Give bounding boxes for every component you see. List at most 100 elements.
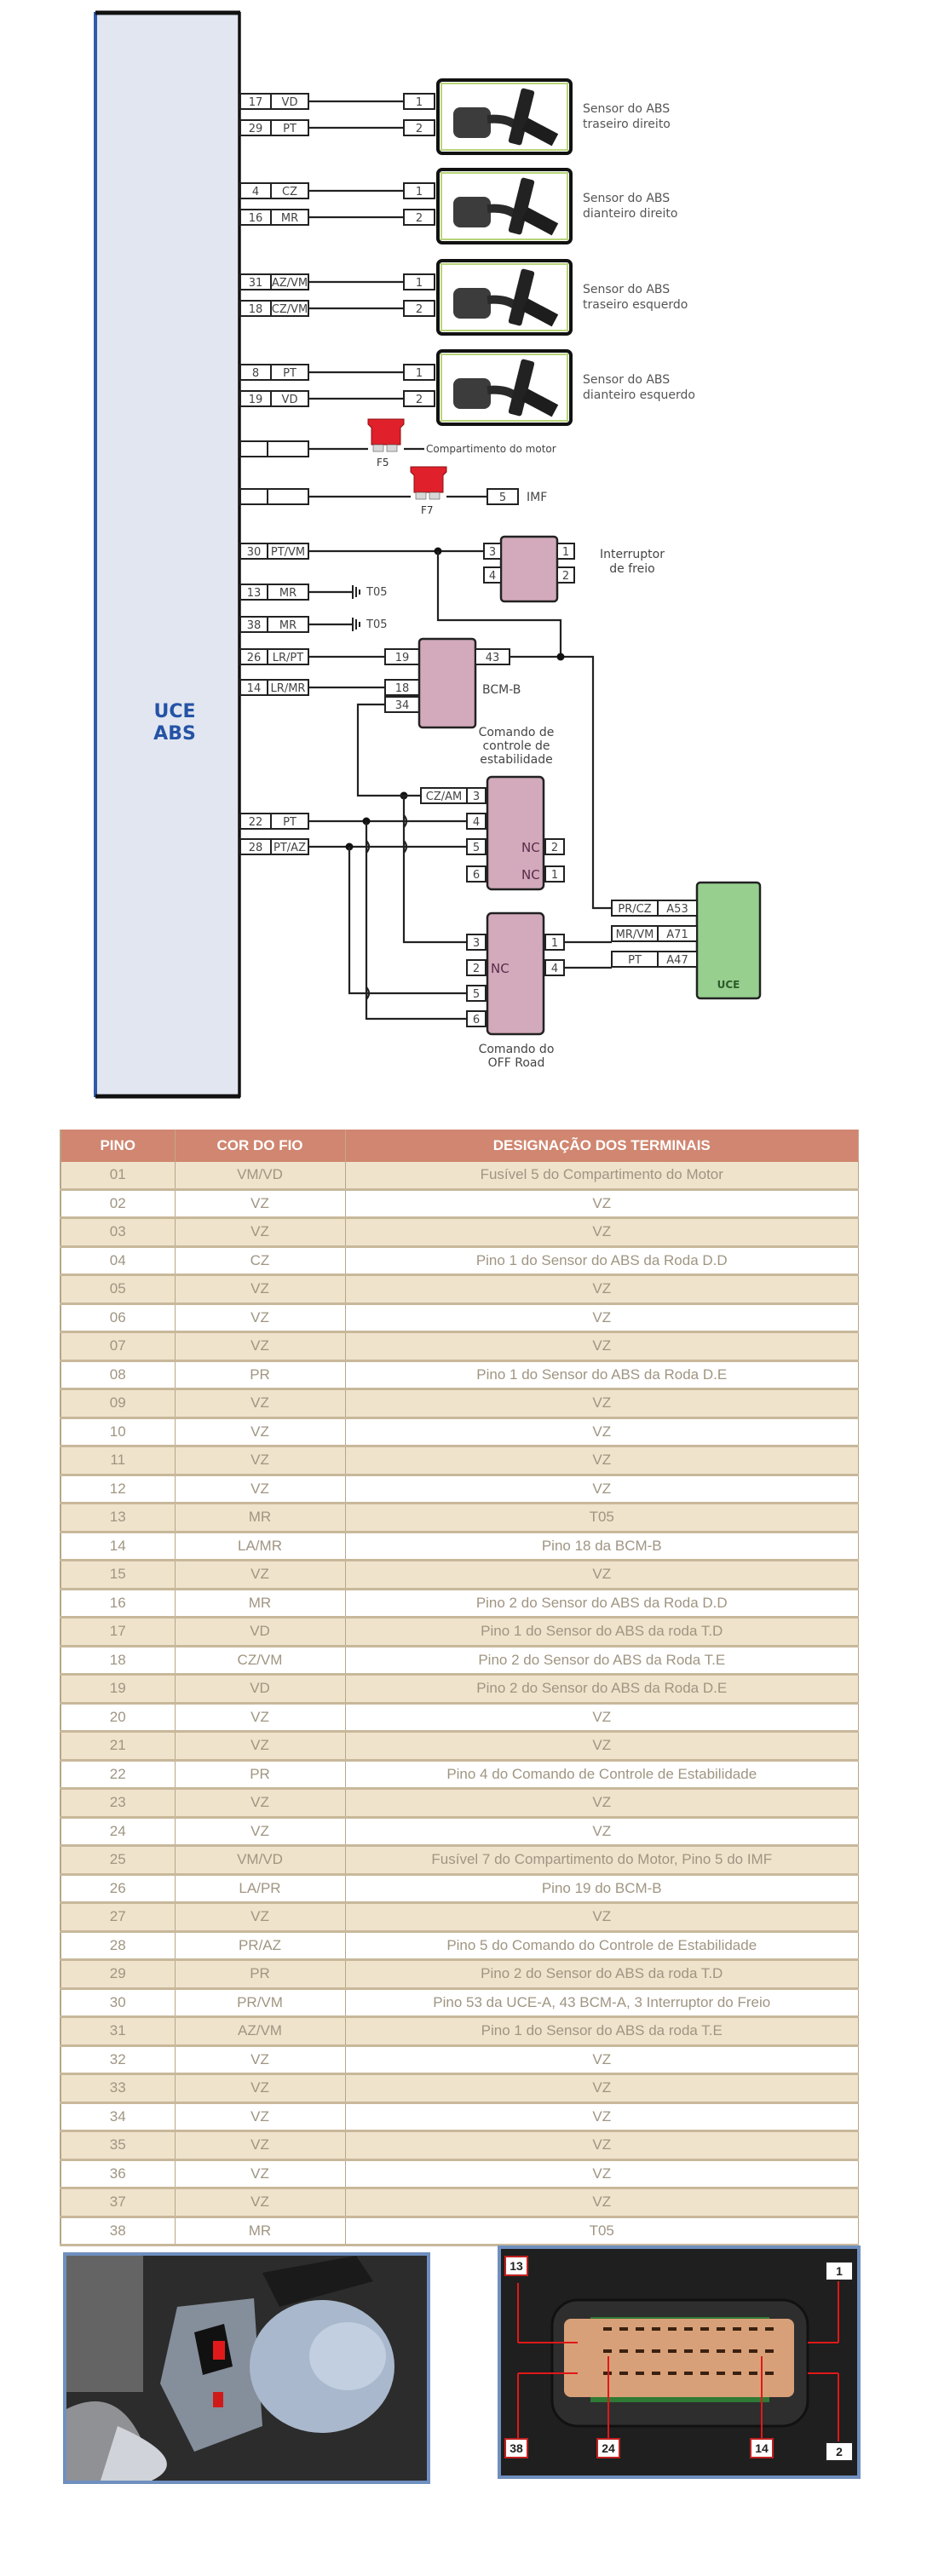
brake-to-bcm-wire xyxy=(436,551,562,657)
designation-cell: VZ xyxy=(345,1817,859,1847)
pin-cell: 37 xyxy=(60,2188,176,2218)
bcm-pin-2-color: LR/MR xyxy=(271,682,306,695)
header-designacao: DESIGNAÇÃO DOS TERMINAIS xyxy=(345,1130,859,1162)
wire-color-cell: VZ xyxy=(175,1446,346,1476)
stability-pin-2-number: 28 xyxy=(249,842,263,854)
pin-cell: 31 xyxy=(60,2016,176,2047)
sensor-1-pin-2-color: PT xyxy=(283,123,297,135)
connector-cavity xyxy=(749,2349,757,2353)
bcm-b-module xyxy=(417,637,477,729)
imf-terminal: 5 xyxy=(499,492,506,504)
sensor-4-terminal-box-2 xyxy=(403,390,435,407)
sensor-2-terminal-box-2 xyxy=(403,209,435,226)
fuse-f7-pin-color-box xyxy=(267,488,309,505)
wire-color-cell: VZ xyxy=(175,1703,346,1733)
pin-cell: 24 xyxy=(60,1817,176,1847)
brake-pin-number: 30 xyxy=(247,546,262,559)
brake-terminal-3-box xyxy=(483,543,502,560)
wire-color-cell: VZ xyxy=(175,2102,346,2132)
sensor-body xyxy=(453,107,491,138)
ground-2-label: T05 xyxy=(366,618,387,631)
sensor-4-pin-2-number: 19 xyxy=(249,394,263,406)
sensor-3-terminal-box-1 xyxy=(403,273,435,290)
uce-row-2-color: MR/VM xyxy=(616,929,654,941)
pin22-to-offroad-6-wire xyxy=(365,821,467,1021)
sensor-bracket xyxy=(508,359,535,417)
designation-cell: Pino 2 do Sensor do ABS da Roda T.E xyxy=(345,1646,859,1676)
wire-color-cell: VZ xyxy=(175,2130,346,2161)
wire-color-cell: VZ xyxy=(175,2159,346,2189)
designation-cell: Pino 1 do Sensor do ABS da Roda D.E xyxy=(345,1360,859,1390)
uce-row-3-color: PT xyxy=(628,954,642,967)
wire-color-cell: PR xyxy=(175,1959,346,1990)
uce-abs-label-line1: UCE xyxy=(153,701,195,722)
offroad-terminal-6: 6 xyxy=(473,1014,480,1026)
connector-cavity xyxy=(636,2349,644,2353)
fuse-f5-pin-color-box xyxy=(267,440,309,457)
pin-cell: 36 xyxy=(60,2159,176,2189)
designation-cell: Pino 1 do Sensor do ABS da roda T.E xyxy=(345,2016,859,2047)
bcm-terminal-43: 43 xyxy=(486,652,500,664)
stability-terminal-3: 3 xyxy=(473,791,480,803)
pin-cell: 17 xyxy=(60,1617,176,1647)
sensor-3-label-line2: traseiro esquerdo xyxy=(583,298,688,312)
offroad-terminal-4: 4 xyxy=(551,963,558,975)
fuse-blade xyxy=(429,492,440,500)
pin-cell: 05 xyxy=(60,1274,176,1305)
sensor-bracket xyxy=(508,268,535,326)
bcm-terminal-34: 34 xyxy=(395,699,410,712)
connector-cavity xyxy=(668,2372,677,2375)
sensor-4-pin-2-color: VD xyxy=(282,394,298,406)
bcm-pin-1-color: LR/PT xyxy=(273,652,303,664)
uce-row-2-pin: A71 xyxy=(666,929,688,941)
sensor-1-inner-frame xyxy=(440,83,568,151)
designation-cell: VZ xyxy=(345,1475,859,1504)
sensor-bracket xyxy=(508,177,535,235)
sensor-2-pin-2-number: 16 xyxy=(249,212,263,225)
designation-cell: VZ xyxy=(345,1389,859,1419)
wire-color-cell: LA/PR xyxy=(175,1874,346,1904)
header-pino: PINO xyxy=(60,1130,176,1162)
bcm-terminal-19: 19 xyxy=(395,652,410,664)
brake-switch-module xyxy=(499,535,559,603)
offroad-module xyxy=(486,911,545,1036)
pin-cell: 19 xyxy=(60,1674,176,1705)
pin-cell: 11 xyxy=(60,1446,176,1476)
abs-sensor-icon-2 xyxy=(453,177,559,236)
wire-color-cell: VZ xyxy=(175,2073,346,2104)
wire-color-cell: VZ xyxy=(175,2188,346,2218)
offroad-terminal-3-box xyxy=(466,934,487,951)
sensor-2-label-line1: Sensor do ABS xyxy=(583,192,670,205)
pin-cell: 15 xyxy=(60,1560,176,1590)
connector-cavity xyxy=(765,2372,774,2375)
abs-connector-photo: 13 38 24 14 1 2 xyxy=(498,2245,861,2479)
header-cor-do-fio: COR DO FIO xyxy=(175,1130,346,1162)
ground-1-pin: 13 xyxy=(247,587,262,600)
designation-cell: Pino 2 do Sensor do ABS da Roda D.D xyxy=(345,1589,859,1619)
stability-label-line1: Comando de xyxy=(479,726,555,739)
stability-terminal-5: 5 xyxy=(473,842,480,854)
ground-1-color: MR xyxy=(279,587,297,600)
sensor-1-label-line2: traseiro direito xyxy=(583,118,671,131)
sensor-2-terminal-1: 1 xyxy=(416,186,423,198)
wire-crossing xyxy=(366,840,371,854)
ground-2-color: MR xyxy=(279,619,297,632)
pin-cell: 25 xyxy=(60,1845,176,1876)
brake-terminal-1: 1 xyxy=(562,546,569,559)
connector-cavity xyxy=(603,2327,612,2331)
designation-cell: Pino 18 da BCM-B xyxy=(345,1532,859,1561)
sensor-1-pin-1-color: VD xyxy=(282,96,298,109)
offroad-terminal-2-box xyxy=(466,959,487,976)
sensor-2-pin-1-number: 4 xyxy=(252,186,259,198)
